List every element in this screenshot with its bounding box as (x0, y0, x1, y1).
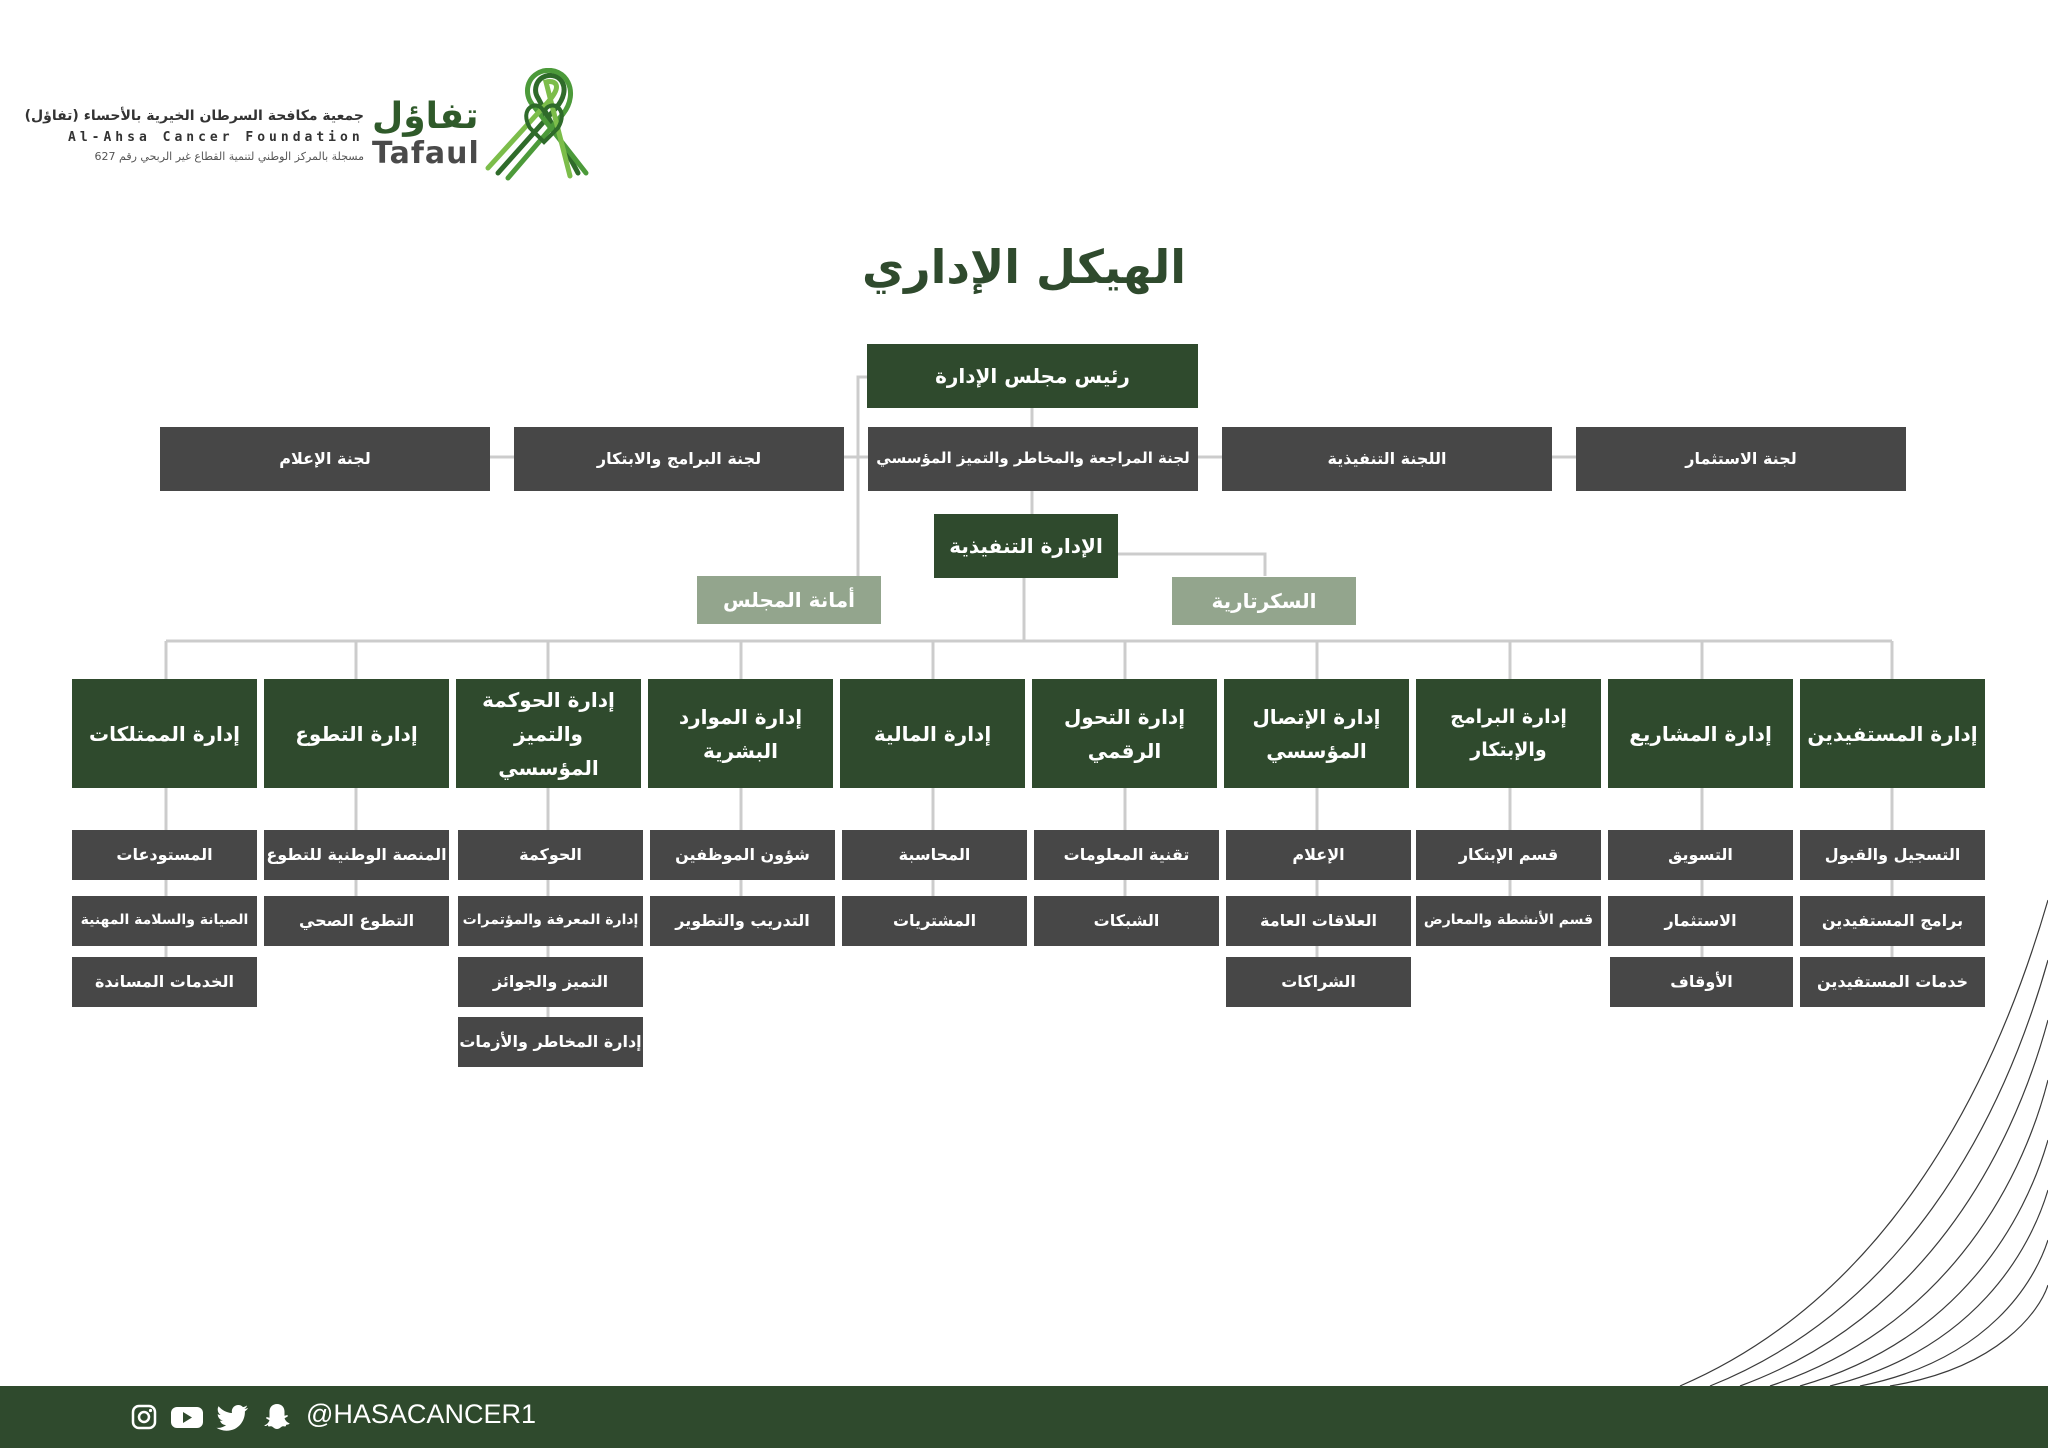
org-name-english: Al-Ahsa Cancer Foundation (68, 130, 364, 145)
sub-unit: قسم الأنشطة والمعارض (1416, 896, 1601, 946)
sub-unit: الاستثمار (1608, 896, 1793, 946)
sub-unit: إدارة المخاطر والأزمات (458, 1017, 643, 1067)
sub-unit: التسجيل والقبول (1800, 830, 1985, 880)
sub-unit: المحاسبة (842, 830, 1027, 880)
committee-executive: اللجنة التنفيذية (1222, 427, 1552, 491)
board-secretariat-box: أمانة المجلس (697, 576, 881, 624)
sub-unit: الأوقاف (1610, 957, 1793, 1007)
sub-unit: الحوكمة (458, 830, 643, 880)
executive-management-box: الإدارة التنفيذية (934, 514, 1118, 578)
department-projects: إدارة المشاريع (1608, 679, 1793, 788)
twitter-icon[interactable] (216, 1403, 250, 1431)
registration-note: مسجلة بالمركز الوطني لتنمية القطاع غير ا… (94, 150, 364, 163)
sub-unit: برامج المستفيدين (1800, 896, 1985, 946)
committee-audit: لجنة المراجعة والمخاطر والتميز المؤسسي (868, 427, 1198, 491)
brand-name-arabic: تفاؤل (372, 96, 479, 137)
sub-unit: الصيانة والسلامة المهنية (72, 896, 257, 946)
social-icons (130, 1400, 292, 1434)
department-governance: إدارة الحوكمة والتميز المؤسسي (456, 679, 641, 788)
social-handle[interactable]: @HASACANCER1 (306, 1399, 536, 1429)
department-finance: إدارة المالية (840, 679, 1025, 788)
sub-unit: الإعلام (1226, 830, 1411, 880)
sub-unit: التطوع الصحي (264, 896, 449, 946)
secretariat-box: السكرتارية (1172, 577, 1356, 625)
logo: تفاؤل Tafaul جمعية مكافحة السرطان الخيري… (24, 60, 589, 190)
sub-unit: المشتريات (842, 896, 1027, 946)
org-name-arabic: جمعية مكافحة السرطان الخيرية بالأحساء (ت… (24, 108, 364, 124)
footer-bar: @HASACANCER1 (0, 1386, 2048, 1448)
ribbon-logo-icon (485, 68, 589, 181)
page-title: الهيكل الإداري (861, 240, 1187, 294)
committee-media: لجنة الإعلام (160, 427, 490, 491)
sub-unit: الشبكات (1034, 896, 1219, 946)
sub-unit: خدمات المستفيدين (1800, 957, 1985, 1007)
sub-unit: تقنية المعلومات (1034, 830, 1219, 880)
sub-unit: العلاقات العامة (1226, 896, 1411, 946)
department-volunteering: إدارة التطوع (264, 679, 449, 788)
sub-unit: التدريب والتطوير (650, 896, 835, 946)
committee-investment: لجنة الاستثمار (1576, 427, 1906, 491)
department-beneficiaries: إدارة المستفيدين (1800, 679, 1985, 788)
sub-unit: المنصة الوطنية للتطوع (264, 830, 449, 880)
department-programs-innovation: إدارة البرامج والإبتكار (1416, 679, 1601, 788)
sub-unit: التميز والجوائز (458, 957, 643, 1007)
department-corporate-communication: إدارة الإتصال المؤسسي (1224, 679, 1409, 788)
department-properties: إدارة الممتلكات (72, 679, 257, 788)
sub-unit: التسويق (1608, 830, 1793, 880)
department-digital-transformation: إدارة التحول الرقمي (1032, 679, 1217, 788)
sub-unit: شؤون الموظفين (650, 830, 835, 880)
snapchat-icon[interactable] (262, 1402, 292, 1432)
sub-unit: الخدمات المساندة (72, 957, 257, 1007)
chairman-box: رئيس مجلس الإدارة (867, 344, 1198, 408)
brand-name-english: Tafaul (372, 136, 480, 171)
sub-unit: إدارة المعرفة والمؤتمرات (458, 896, 643, 946)
youtube-icon[interactable] (170, 1403, 204, 1431)
committee-programs: لجنة البرامج والابتكار (514, 427, 844, 491)
department-human-resources: إدارة الموارد البشرية (648, 679, 833, 788)
sub-unit: الشراكات (1226, 957, 1411, 1007)
sub-unit: قسم الإبتكار (1416, 830, 1601, 880)
instagram-icon[interactable] (130, 1403, 158, 1431)
sub-unit: المستودعات (72, 830, 257, 880)
